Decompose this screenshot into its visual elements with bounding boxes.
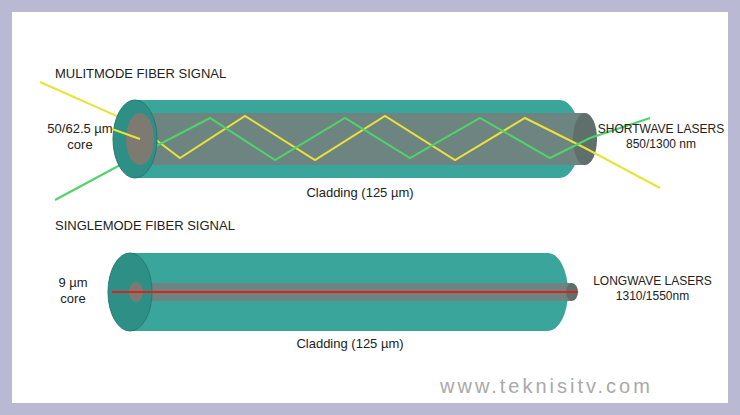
laser-type: SHORTWAVE LASERS 850/1300 nm (595, 122, 727, 152)
multimode-fiber (40, 82, 660, 200)
red-ray (112, 291, 578, 293)
cladding-size: Cladding (125 µm) (250, 336, 450, 352)
watermark: www.teknisitv.com (440, 374, 730, 399)
core-size: 9 µm core (44, 275, 102, 308)
core-size: 50/62.5 µm core (40, 121, 120, 154)
cladding-face (113, 100, 157, 178)
cladding-size: Cladding (125 µm) (260, 185, 460, 201)
yellow-ray (40, 82, 660, 188)
section-title: SINGLEMODE FIBER SIGNAL (55, 218, 315, 234)
core-end (573, 113, 597, 165)
yellow-ray-entry (112, 129, 140, 139)
section-title: MULITMODE FIBER SIGNAL (55, 66, 315, 82)
singlemode-fiber (108, 253, 578, 331)
laser-type: LONGWAVE LASERS 1310/1550nm (585, 274, 720, 304)
